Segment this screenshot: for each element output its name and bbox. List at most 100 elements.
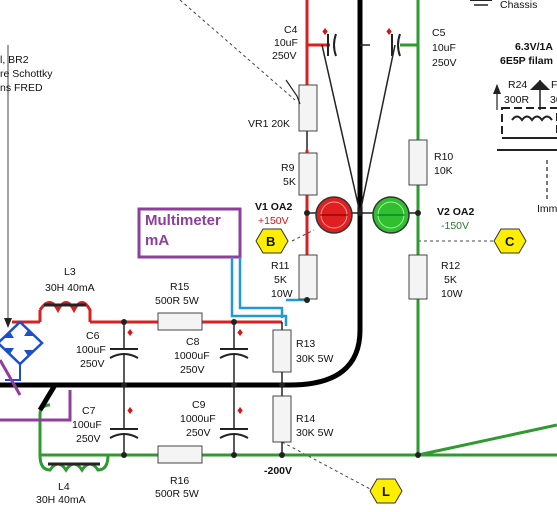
svg-text:♦: ♦: [386, 24, 392, 38]
tag-l-text: L: [382, 484, 390, 499]
tag-l: L: [369, 478, 403, 504]
r9-value: 5K: [283, 176, 296, 188]
resistor-r13: [272, 329, 292, 373]
resistor-r15: [157, 312, 203, 331]
r12-power: 10W: [441, 288, 463, 300]
capacitor-c9: ♦: [219, 385, 249, 455]
c7-value: 100uF: [72, 419, 102, 431]
v1-voltage: +150V: [258, 215, 289, 227]
arrowhead-icon: [4, 318, 12, 328]
r11-value: 5K: [274, 274, 287, 286]
c9-voltage: 250V: [186, 427, 211, 439]
bridge-rectifier-icon: [0, 320, 72, 422]
r10-value: 10K: [434, 165, 453, 177]
r-partial-value: 30: [550, 94, 557, 106]
svg-text:♦: ♦: [127, 403, 133, 417]
c5-label: C5: [432, 27, 446, 39]
tube-v1-icon: [315, 196, 353, 234]
r12-value: 5K: [444, 274, 457, 286]
resistor-r10: [408, 139, 428, 186]
resistor-r12: [408, 254, 428, 300]
r16-label: R16: [170, 475, 189, 487]
r14-value: 30K 5W: [296, 427, 333, 439]
c9-value: 1000uF: [180, 413, 216, 425]
resistor-r11: [298, 254, 318, 300]
c4-value: 10uF: [274, 37, 298, 49]
r24-label: R24: [508, 79, 527, 91]
multimeter-label: Multimeter: [145, 212, 221, 229]
capacitor-c4: ♦: [322, 24, 337, 57]
r11-label: R11: [271, 260, 290, 272]
tag-b-text: B: [266, 234, 275, 249]
v2-voltage: -150V: [441, 220, 469, 232]
imm-label: Imm: [537, 203, 557, 215]
svg-text:♦: ♦: [322, 24, 328, 38]
r24-value: 300R: [504, 94, 530, 106]
junction-dots: [121, 210, 421, 458]
r13-label: R13: [296, 338, 315, 350]
resistor-r16: [157, 445, 203, 464]
l4-label: L4: [58, 481, 70, 493]
r12-label: R12: [441, 260, 460, 272]
ground-bus-curve: [289, 0, 363, 388]
inductor-l3: [38, 301, 92, 322]
v1-label: V1 OA2: [255, 201, 293, 213]
dashed-leader-l: [281, 441, 373, 491]
capacitor-c8: ♦: [219, 322, 249, 385]
br-note-2: re Schottky: [0, 68, 53, 80]
c4-voltage: 250V: [272, 50, 297, 62]
svg-text:♦: ♦: [237, 325, 243, 339]
capacitor-c5: ♦: [386, 24, 401, 57]
r9-label: R9: [281, 162, 295, 174]
c8-label: C8: [186, 336, 200, 348]
c5-value: 10uF: [432, 42, 456, 54]
br-note-1: l, BR2: [0, 54, 29, 66]
meter-wire-b: [238, 257, 284, 318]
l3-value: 30H 40mA: [45, 282, 95, 294]
tag-c: C: [493, 228, 527, 254]
r16-value: 500R 5W: [155, 488, 199, 500]
filament-label-1: 6.3V/1A: [515, 41, 553, 53]
c9-label: C9: [192, 399, 206, 411]
c5-voltage: 250V: [432, 57, 457, 69]
svg-text:♦: ♦: [127, 325, 133, 339]
capacitor-c7: ♦: [109, 385, 139, 455]
c7-label: C7: [82, 405, 96, 417]
c8-voltage: 250V: [180, 364, 205, 376]
meter-wire-a: [230, 257, 288, 326]
c7-voltage: 250V: [76, 433, 101, 445]
c6-voltage: 250V: [80, 358, 105, 370]
r-partial-label: F: [551, 79, 557, 91]
r14-label: R14: [296, 413, 315, 425]
c6-value: 100uF: [76, 344, 106, 356]
vr1-label: VR1 20K: [248, 118, 290, 130]
tube-v2-icon: [372, 196, 410, 234]
resistor-r9: [298, 152, 318, 196]
r10-label: R10: [434, 151, 453, 163]
capacitor-c6: ♦: [109, 322, 139, 385]
multimeter-unit: mA: [145, 232, 169, 249]
r11-power: 10W: [271, 288, 293, 300]
c4-label: C4: [284, 24, 298, 36]
r15-label: R15: [170, 281, 189, 293]
tag-b: B: [255, 228, 289, 254]
r15-value: 500R 5W: [155, 295, 199, 307]
multimeter-box: [137, 207, 242, 259]
filament-label-2: 6E5P filam: [500, 55, 553, 67]
svg-text:♦: ♦: [237, 403, 243, 417]
resistor-r14: [272, 395, 292, 443]
chassis-label: Chassis: [500, 0, 537, 11]
br-note-3: ns FRED: [0, 82, 43, 94]
l4-value: 30H 40mA: [36, 494, 86, 506]
c8-value: 1000uF: [174, 350, 210, 362]
neg200-label: -200V: [264, 465, 292, 477]
c6-label: C6: [86, 330, 100, 342]
r13-value: 30K 5W: [296, 353, 333, 365]
dashed-leader-vr1: [179, 0, 296, 101]
chassis-ground-icon: [470, 0, 492, 6]
dashed-leader-b: [291, 229, 315, 242]
negative-rail-tail: [417, 423, 557, 457]
v2-label: V2 OA2: [437, 206, 475, 218]
l3-label: L3: [64, 266, 76, 278]
